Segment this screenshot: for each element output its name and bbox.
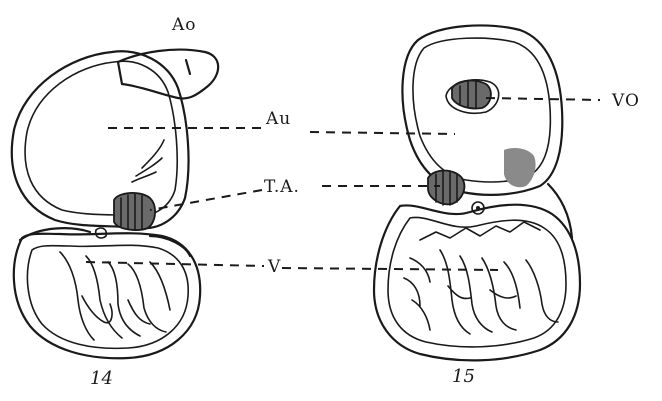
figure-15-drawing bbox=[374, 25, 580, 360]
v-leader-left bbox=[86, 262, 264, 266]
ventricle-outer-wall-14 bbox=[14, 233, 200, 358]
trabeculae-14 bbox=[60, 252, 170, 340]
figure-number-14: 14 bbox=[90, 368, 113, 389]
septum-strokes-14 bbox=[132, 140, 164, 182]
label-ta: T.A. bbox=[264, 177, 300, 197]
ta-leader-left bbox=[150, 190, 262, 210]
figure-number-15: 15 bbox=[452, 366, 475, 387]
ventricle-inner-wall-15 bbox=[388, 217, 566, 347]
au-leader-right bbox=[310, 132, 455, 134]
figure-14-drawing bbox=[12, 50, 218, 359]
atrium-outer-wall-14 bbox=[12, 51, 189, 228]
atrium-inner-wall-14 bbox=[25, 61, 177, 216]
label-au: Au bbox=[265, 109, 291, 129]
ventricle-inner-wall-14 bbox=[27, 245, 188, 348]
vo-leader bbox=[486, 98, 600, 100]
atrium-outer-wall-15 bbox=[402, 25, 562, 194]
label-ao: Ao bbox=[171, 15, 197, 35]
ventricle-outer-wall-15 bbox=[374, 205, 580, 361]
septum-shading-15 bbox=[504, 148, 536, 187]
neck-14 bbox=[20, 228, 190, 256]
truncus-arteriosus-15 bbox=[428, 171, 464, 205]
venous-orifice bbox=[452, 81, 491, 109]
trabeculae-15 bbox=[404, 250, 558, 334]
label-vo: VO bbox=[611, 91, 640, 111]
ao-leader bbox=[186, 60, 190, 74]
label-v: V bbox=[267, 257, 281, 277]
